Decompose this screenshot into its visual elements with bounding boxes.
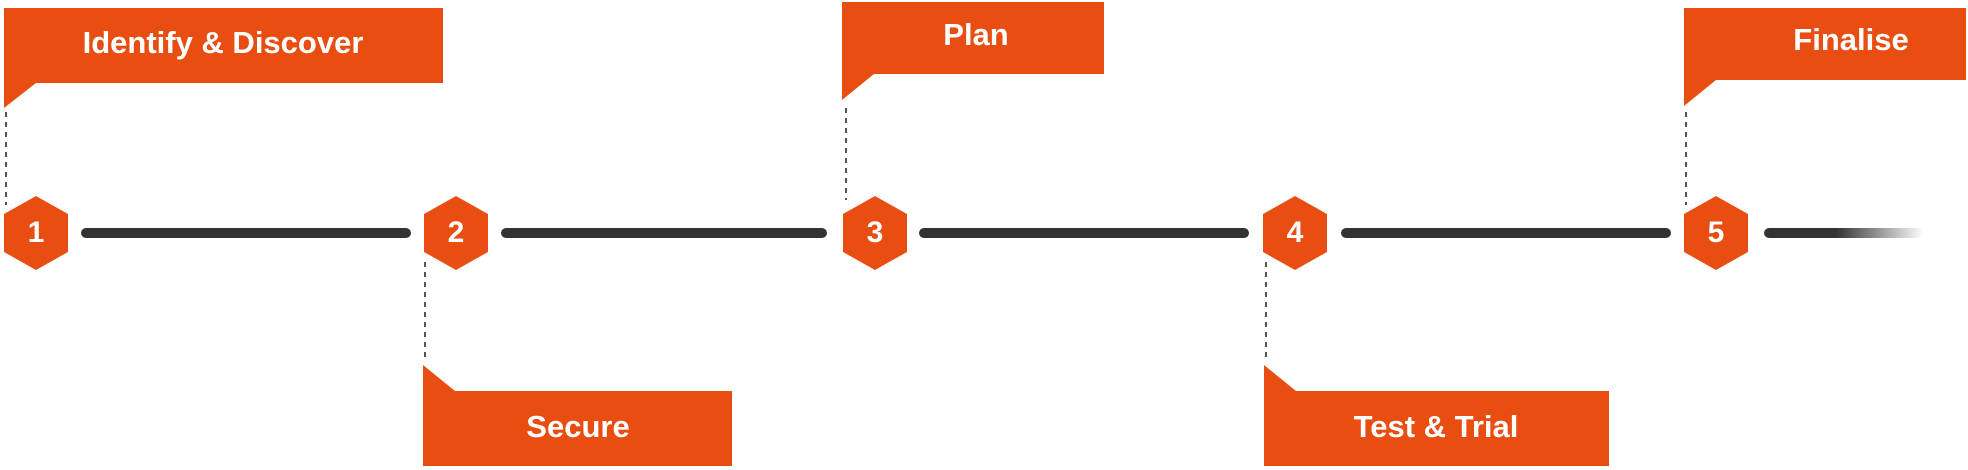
leader-lines xyxy=(5,108,1687,358)
hexagon-icon xyxy=(843,196,907,270)
callout-banner-4 xyxy=(1264,365,1609,466)
step-node-2: 2 xyxy=(424,196,488,270)
step-node-1: 1 xyxy=(4,196,68,270)
connector-tail xyxy=(1764,228,1924,238)
callout-banner-2 xyxy=(423,365,732,466)
callout-banner-3 xyxy=(842,2,1104,100)
step-number-5: 5 xyxy=(1708,216,1725,249)
callout-step-3: Plan xyxy=(842,2,1104,100)
callout-step-5: Finalise xyxy=(1684,8,1966,106)
step-node-4: 4 xyxy=(1263,196,1327,270)
callout-step-4: Test & Trial xyxy=(1264,365,1609,466)
callout-label-3: Plan xyxy=(943,17,1008,52)
hexagon-icon xyxy=(424,196,488,270)
callout-banner-5 xyxy=(1684,8,1966,106)
step-number-2: 2 xyxy=(448,216,465,249)
callout-banner-1 xyxy=(4,8,443,108)
step-number-1: 1 xyxy=(28,216,45,249)
hexagon-icon xyxy=(4,196,68,270)
hexagon-icon xyxy=(1684,196,1748,270)
callout-label-1: Identify & Discover xyxy=(83,25,364,60)
hexagon-icon xyxy=(1263,196,1327,270)
connectors xyxy=(81,228,1924,238)
step-number-3: 3 xyxy=(867,216,884,249)
callout-label-4: Test & Trial xyxy=(1354,409,1519,444)
step-number-4: 4 xyxy=(1287,216,1304,249)
step-node-3: 3 xyxy=(843,196,907,270)
callout-step-1: Identify & Discover xyxy=(4,8,443,108)
callout-step-2: Secure xyxy=(423,365,732,466)
callout-label-5: Finalise xyxy=(1793,22,1908,57)
callout-label-2: Secure xyxy=(526,409,629,444)
step-node-5: 5 xyxy=(1684,196,1748,270)
